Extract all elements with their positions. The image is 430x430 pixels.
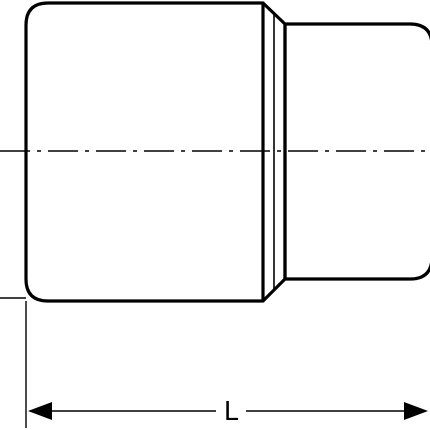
socket-neck-outline	[283, 22, 430, 281]
dimension-label-length: L	[224, 397, 239, 427]
arrowhead-right	[404, 402, 428, 420]
socket-body-outline	[24, 1, 265, 303]
arrowhead-left	[28, 402, 52, 420]
